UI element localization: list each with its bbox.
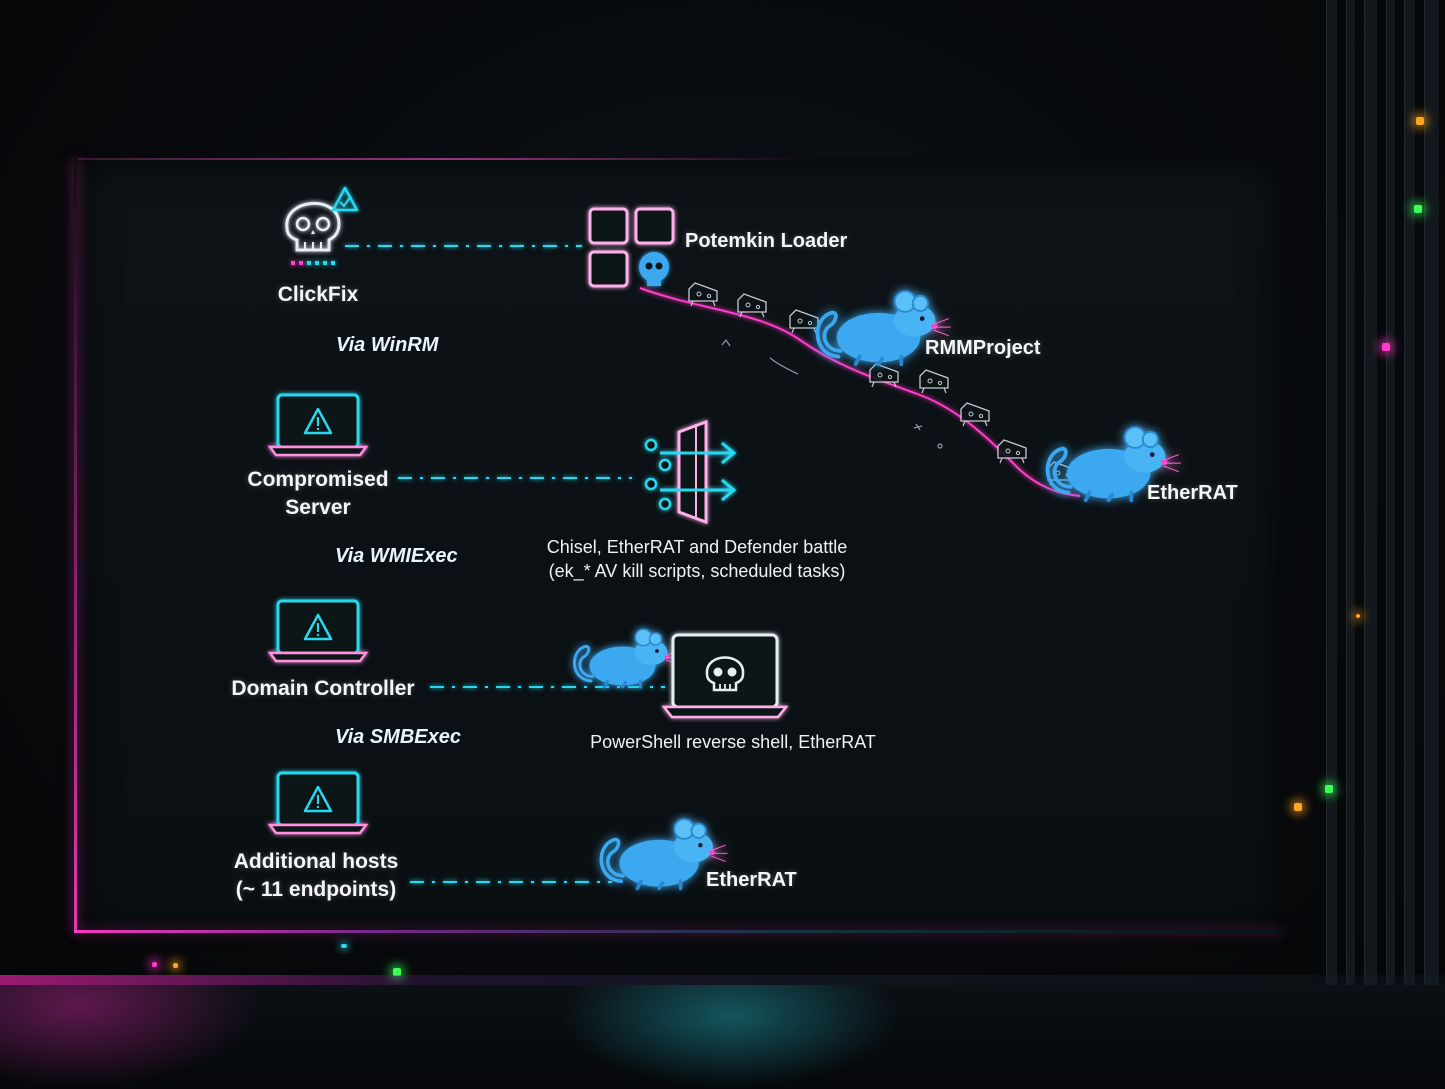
firewall-arrows-icon bbox=[644, 419, 737, 525]
cheese-icon bbox=[789, 309, 819, 334]
tool-etherrat-bottom-label: EtherRAT bbox=[706, 869, 797, 891]
skull-icon bbox=[639, 252, 669, 286]
cheese-icon bbox=[869, 363, 899, 388]
status-led bbox=[1416, 117, 1424, 125]
tool-chisel-note-line2: (ek_* AV kill scripts, scheduled tasks) bbox=[548, 561, 846, 581]
floor-reflection-cyan bbox=[560, 985, 900, 1089]
cheese-icon bbox=[960, 402, 990, 427]
floor-ledge bbox=[0, 975, 1445, 987]
status-led bbox=[1414, 205, 1422, 213]
skull-warning-icon bbox=[285, 186, 359, 265]
tool-etherrat-top-label: EtherRAT bbox=[1147, 482, 1238, 504]
status-led bbox=[1356, 614, 1360, 618]
server-pipes bbox=[1290, 0, 1445, 985]
laptop-warning-icon bbox=[268, 771, 368, 835]
wall-frame-bottom bbox=[74, 930, 1282, 933]
status-led bbox=[1382, 343, 1390, 351]
laptop-warning-icon bbox=[268, 599, 368, 663]
tool-chisel-note-line1: Chisel, EtherRAT and Defender battle bbox=[546, 537, 848, 557]
tool-potemkin-label: Potemkin Loader bbox=[685, 230, 848, 252]
node-additional-hosts-label-line2: (~ 11 endpoints) bbox=[235, 878, 397, 901]
node-additional-hosts-label-line1: Additional hosts bbox=[233, 850, 399, 873]
cheese-icon bbox=[919, 369, 949, 394]
node-compromised-server-label-line1: Compromised bbox=[247, 468, 389, 491]
laptop-warning-icon bbox=[268, 393, 368, 457]
floor-reflection-pink bbox=[0, 985, 260, 1089]
cheese-icon bbox=[737, 293, 767, 318]
laptop-skull-icon bbox=[661, 633, 789, 719]
tool-rmmproject-label: RMMProject bbox=[925, 337, 1041, 359]
status-led bbox=[1325, 785, 1333, 793]
cheese-icon bbox=[997, 439, 1027, 464]
tool-chisel-note: Chisel, EtherRAT and Defender battle (ek… bbox=[547, 535, 848, 583]
status-led bbox=[152, 962, 157, 967]
node-domain-controller-label: Domain Controller bbox=[231, 677, 415, 700]
floor bbox=[0, 985, 1445, 1089]
wall-frame-top bbox=[78, 158, 818, 160]
windows-grid-icon bbox=[588, 207, 675, 288]
status-led bbox=[173, 963, 178, 968]
edge-label-winrm: Via WinRM bbox=[336, 334, 439, 356]
edge-label-wmiexec: Via WMIExec bbox=[335, 545, 458, 567]
node-clickfix-label: ClickFix bbox=[277, 283, 359, 306]
wall-frame-left bbox=[74, 160, 77, 932]
rat-icon bbox=[572, 627, 681, 689]
node-compromised-server-label-line2: Server bbox=[285, 496, 351, 519]
status-led bbox=[1294, 803, 1302, 811]
edge-label-smbexec: Via SMBExec bbox=[335, 726, 461, 748]
tool-powershell-note: PowerShell reverse shell, EtherRAT bbox=[590, 732, 876, 752]
status-led bbox=[393, 968, 401, 976]
status-led bbox=[341, 944, 347, 948]
